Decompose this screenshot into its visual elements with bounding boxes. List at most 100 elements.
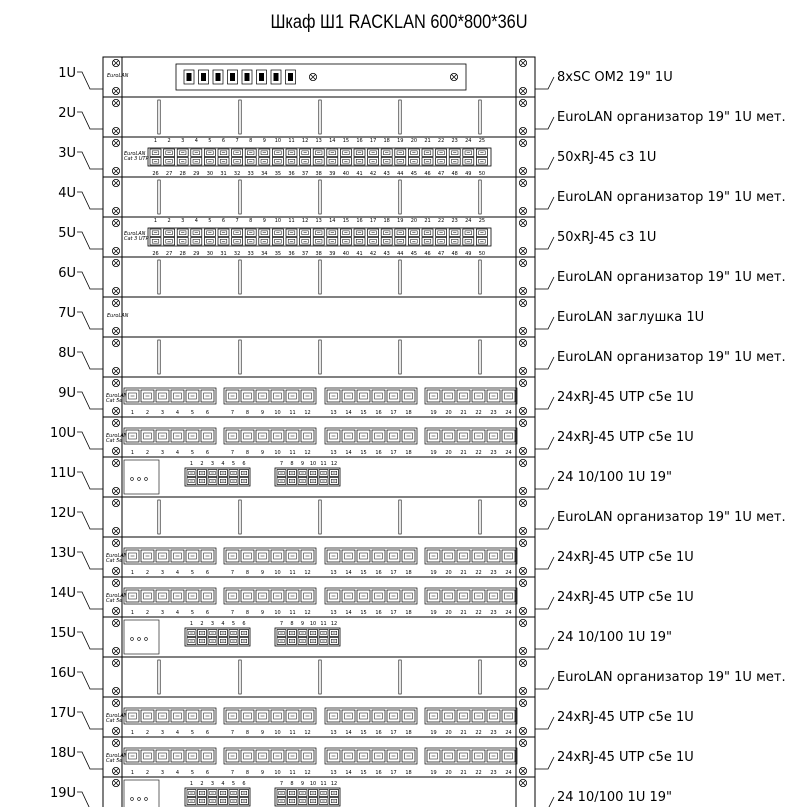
rj45-port-icon [462,228,475,237]
rj45-port-icon [308,797,318,805]
port-number: 10 [274,450,280,456]
port-group [223,747,317,765]
port-number: 5 [208,218,211,224]
port-number: 36 [288,171,294,177]
switch-port-block [184,627,251,647]
port-number: 9 [261,610,264,616]
rj45-port-icon [501,549,516,563]
screw-icon [112,178,121,187]
rj45-port-icon [401,589,416,603]
port-number: 23 [490,410,496,416]
cable-ring [238,259,242,295]
screw-icon [112,127,121,136]
rj45-port-icon [258,148,271,157]
unit-description: EuroLAN организатор 19" 1U мет. [557,510,786,525]
port-number: 7 [231,610,234,616]
rj45-port-icon [228,637,239,645]
rj45-port-icon [386,389,401,403]
rj45-port-icon [300,749,315,763]
port-number: 8 [249,138,252,144]
port-number: 21 [460,570,466,576]
rj45-port-icon [318,637,329,645]
sc-connector-icon [256,69,267,85]
rj45-port-icon [408,148,420,157]
rj45-port-icon [207,477,218,485]
port-number: 8 [290,621,293,627]
cable-ring [478,259,482,295]
port-group [123,747,217,765]
port-number: 16 [375,770,381,776]
port-group [123,427,217,445]
rj45-port-icon [501,709,516,723]
rj45-port-icon [285,549,300,563]
unit-leader [77,751,103,770]
port-number: 46 [424,251,430,257]
rj45-port-icon [312,228,325,237]
description-leader [535,476,555,490]
screw-icon [519,486,528,495]
patch-panel-strip [147,147,492,167]
cable-ring [157,259,161,295]
rj45-port-icon [163,237,175,246]
rj45-port-icon [353,228,366,237]
rj45-port-icon [140,389,155,403]
port-number: 7 [280,461,283,467]
port-number: 5 [191,610,194,616]
rj45-port-icon [318,797,329,805]
sc-connector-icon [285,69,296,85]
rj45-port-icon [276,469,287,477]
port-number: 42 [370,171,376,177]
rj45-port-icon [401,429,416,443]
rj45-port-icon [231,237,243,246]
rj45-port-icon [200,749,215,763]
rj45-port-icon [255,429,270,443]
rj45-port-icon [356,389,371,403]
port-number: 10 [310,781,316,787]
rj45-port-icon [486,549,501,563]
rj45-port-icon [287,477,297,485]
port-number: 22 [438,138,444,144]
rj45-port-icon [371,709,386,723]
description-leader [548,796,555,807]
rj45-port-icon [186,789,197,797]
rj45-port-icon [326,429,341,443]
port-number: 7 [280,781,283,787]
rj45-port-icon [326,148,339,157]
screw-icon [112,458,121,467]
port-number: 13 [330,610,336,616]
rj45-port-icon [244,148,257,157]
rj45-port-icon [255,589,270,603]
unit-number: 19U [50,786,76,801]
screw-icon [112,338,121,347]
unit-description: 24xRJ-45 UTP c5e 1U [557,710,694,725]
rj45-port-icon [204,228,216,237]
port-number: 27 [166,251,172,257]
port-number: 12 [304,570,310,576]
port-number: 6 [242,781,245,787]
rj45-port-icon [476,237,488,246]
rj45-port-icon [456,709,471,723]
rj45-port-icon [299,157,311,166]
cable-ring [398,99,402,135]
unit-number: 14U [50,586,76,601]
rj45-port-icon [228,797,239,805]
port-number: 10 [275,218,281,224]
rj45-port-icon [421,148,434,157]
port-number: 8 [246,450,249,456]
description-leader [535,396,555,410]
screw-icon [112,607,121,616]
screw-icon [112,727,121,736]
rj45-port-icon [225,589,240,603]
rj45-port-icon [408,157,420,166]
port-number: 4 [176,610,179,616]
port-number: 12 [304,770,310,776]
port-number: 36 [288,251,294,257]
rj45-port-icon [401,709,416,723]
port-number: 5 [191,410,194,416]
brand-mark: EuroLAN [106,713,128,719]
rj45-port-icon [380,157,393,166]
rj45-port-icon [326,749,341,763]
